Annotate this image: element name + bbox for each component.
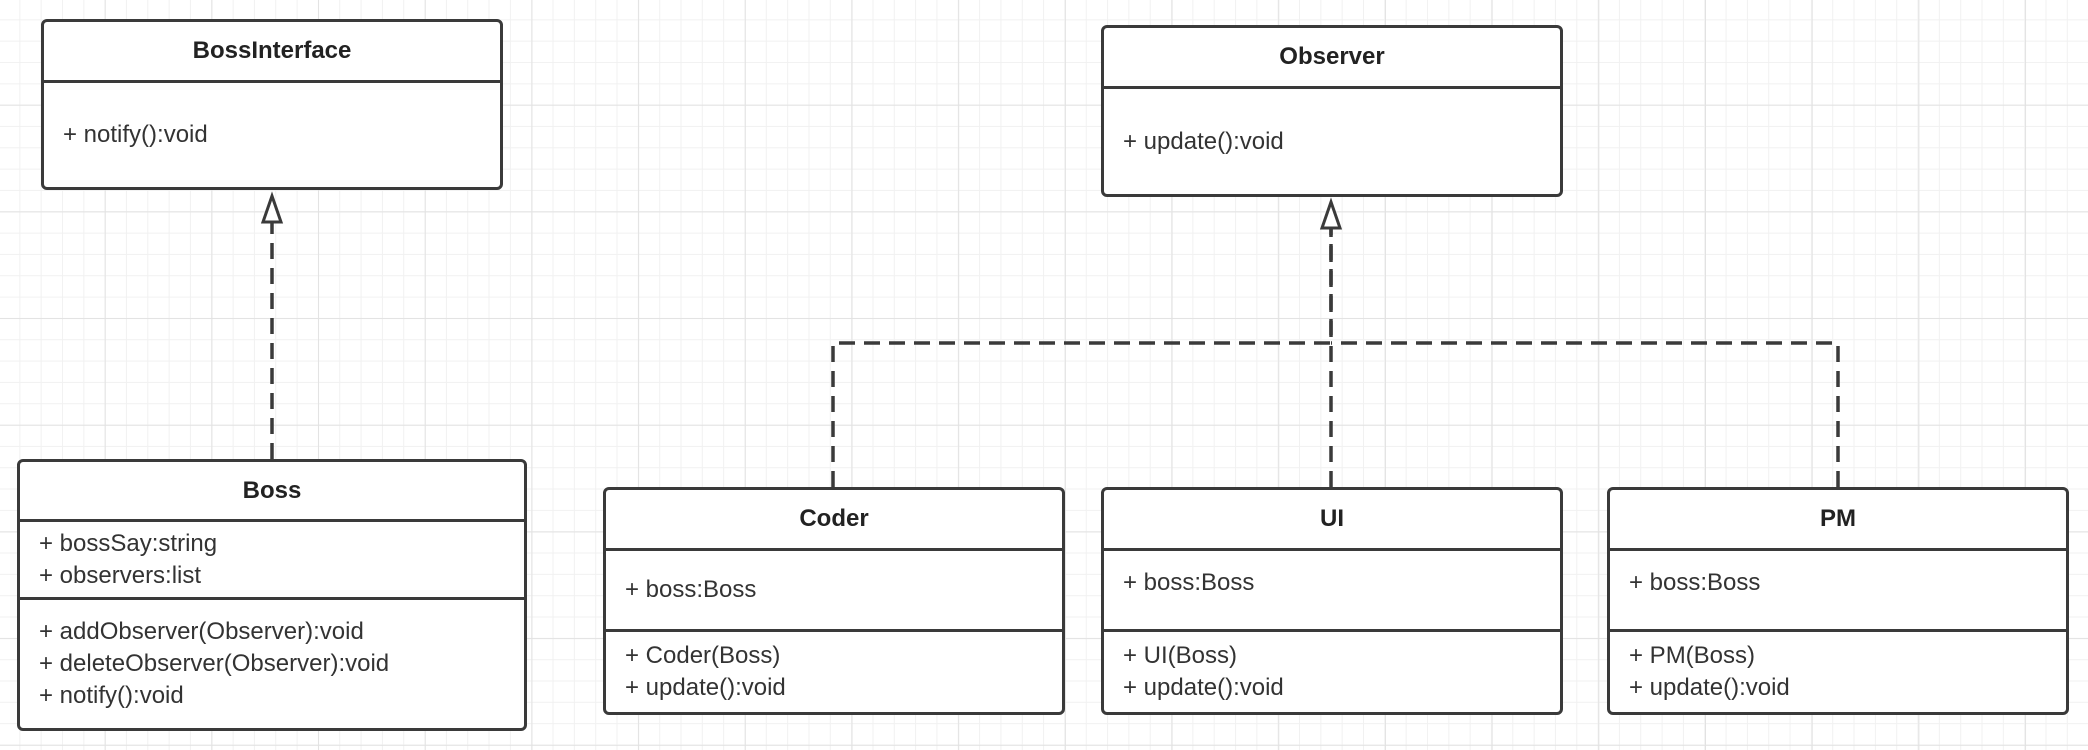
operations-section: + addObserver(Observer):void + deleteObs… [20, 600, 524, 728]
operations-section: + PM(Boss) + update():void [1610, 632, 2066, 712]
attribute: + boss:Boss [1123, 569, 1255, 596]
attributes-section: + boss:Boss [606, 551, 1062, 632]
attribute: + observers:list [39, 561, 202, 589]
operation: + update():void [625, 674, 786, 701]
class-name: Observer [1104, 28, 1560, 89]
attributes-section: + boss:Boss [1610, 551, 2066, 632]
operations-section: + UI(Boss) + update():void [1104, 632, 1560, 712]
realization-pm-to-observer[interactable] [1331, 341, 1840, 487]
attribute: + bossSay:string [39, 529, 218, 557]
attribute: + boss:Boss [1629, 569, 1761, 596]
class-pm[interactable]: PM + boss:Boss + PM(Boss) + update():voi… [1607, 487, 2069, 715]
class-name: PM [1610, 490, 2066, 551]
operation: + update():void [1123, 674, 1284, 701]
operation: + update():void [1123, 127, 1284, 155]
operation: + UI(Boss) [1123, 642, 1238, 669]
operations-section: + update():void [1104, 89, 1560, 194]
operation: + notify():void [63, 121, 208, 148]
realization-arrowhead-bossinterface [260, 191, 284, 224]
class-name: UI [1104, 490, 1560, 551]
attributes-section: + bossSay:string + observers:list [20, 522, 524, 600]
class-boss[interactable]: Boss + bossSay:string + observers:list +… [17, 459, 527, 731]
operations-section: + notify():void [44, 83, 500, 187]
operation: + PM(Boss) [1629, 642, 1756, 669]
class-name: Coder [606, 490, 1062, 551]
class-name: BossInterface [44, 22, 500, 83]
class-bossinterface[interactable]: BossInterface + notify():void [41, 19, 503, 190]
operation: + addObserver(Observer):void [39, 618, 364, 645]
realization-arrowhead-observer [1319, 197, 1343, 230]
realization-coder-to-observer[interactable] [831, 228, 1333, 487]
operation: + update():void [1629, 674, 1790, 701]
operation: + Coder(Boss) [625, 642, 781, 669]
operation: + deleteObserver(Observer):void [39, 650, 390, 677]
attributes-section: + boss:Boss [1104, 551, 1560, 632]
class-observer[interactable]: Observer + update():void [1101, 25, 1563, 197]
attribute: + boss:Boss [625, 576, 757, 603]
class-ui[interactable]: UI + boss:Boss + UI(Boss) + update():voi… [1101, 487, 1563, 715]
class-name: Boss [20, 462, 524, 522]
operations-section: + Coder(Boss) + update():void [606, 632, 1062, 712]
operation: + notify():void [39, 682, 184, 709]
class-coder[interactable]: Coder + boss:Boss + Coder(Boss) + update… [603, 487, 1065, 715]
